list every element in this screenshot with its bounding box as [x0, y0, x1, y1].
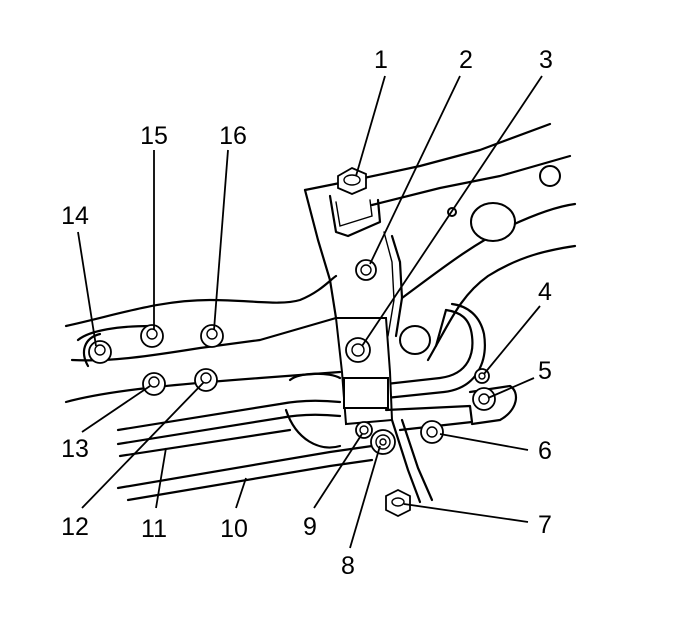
nut-15	[140, 324, 164, 348]
nut-9	[355, 421, 373, 439]
nut-3	[345, 337, 371, 363]
callout-1: 1	[374, 46, 388, 74]
frame-outline	[64, 122, 577, 404]
nut-14	[88, 340, 112, 364]
fasteners	[88, 166, 496, 518]
callout-2: 2	[459, 46, 473, 74]
leader-1	[355, 75, 386, 177]
callout-4: 4	[538, 278, 552, 306]
callout-5: 5	[538, 357, 552, 385]
leader-4	[483, 305, 541, 375]
callout-14: 14	[61, 202, 89, 230]
leader-16	[213, 149, 229, 331]
callout-labels: 1 2 3 4 5 6 7 8 9 10 11 12 13 14 15 16	[61, 46, 553, 580]
leader-lines	[77, 75, 543, 549]
bolt-1	[337, 166, 367, 195]
callout-11: 11	[141, 515, 167, 543]
leader-9	[313, 433, 363, 509]
nut-13	[142, 372, 166, 396]
nut-5	[472, 387, 496, 411]
nut-8	[370, 429, 396, 455]
callout-13: 13	[61, 435, 89, 463]
callout-16: 16	[219, 122, 247, 150]
callout-6: 6	[538, 437, 552, 465]
callout-12: 12	[61, 513, 89, 541]
leader-3	[361, 75, 543, 347]
leader-6	[439, 433, 529, 451]
leader-13	[81, 385, 151, 433]
leader-8	[349, 445, 381, 549]
leader-7	[403, 503, 529, 523]
callout-8: 8	[341, 552, 355, 580]
leader-11	[155, 447, 167, 509]
leader-12	[81, 381, 205, 509]
callout-9: 9	[303, 513, 317, 541]
nut-2	[355, 259, 377, 281]
bushing-clamp	[334, 317, 518, 504]
callout-3: 3	[539, 46, 553, 74]
nut-6	[420, 420, 444, 444]
leader-5	[487, 377, 535, 399]
leader-2	[369, 75, 461, 265]
leader-10	[235, 477, 247, 509]
bolt-7	[385, 488, 411, 518]
leader-14	[77, 231, 97, 347]
stabilizer-bar	[116, 302, 486, 502]
callout-15: 15	[140, 122, 168, 150]
callout-10: 10	[220, 515, 248, 543]
callout-7: 7	[538, 511, 552, 539]
nut-16	[200, 324, 224, 348]
